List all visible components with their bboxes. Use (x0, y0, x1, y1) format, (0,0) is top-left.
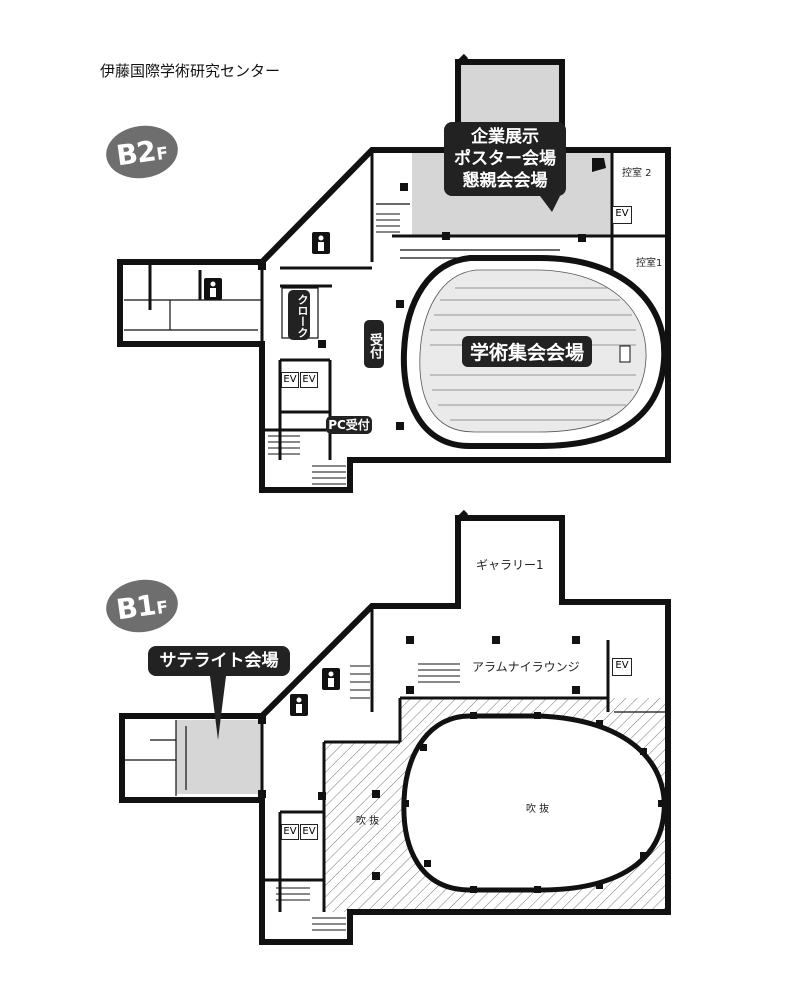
b1-badge-sub: F (155, 597, 170, 619)
b2-ev-3: EV (612, 206, 632, 224)
b1-satellite-callout: サテライト会場 (148, 646, 290, 676)
piano-icon (592, 158, 606, 172)
b1-gallery-label: ギャラリー1 (476, 558, 544, 572)
b1-badge-main: B1 (114, 588, 158, 627)
b1-atrium-center-label: 吹 抜 (526, 804, 550, 815)
b2-badge-sub: F (155, 143, 170, 165)
b2-reception-label: 受付 (364, 320, 384, 368)
b2-callout-pointer (540, 196, 560, 212)
b1-satellite-area (176, 720, 262, 794)
b2-main-hall-label: 学術集会会場 (462, 336, 593, 367)
b2-reception-text: 受付 (367, 333, 382, 359)
b2-cloak-text: クローク (296, 294, 309, 338)
b2-pc-reception-label: PC受付 (326, 416, 372, 434)
b2-badge-main: B2 (114, 134, 158, 173)
restroom-icon (204, 232, 330, 300)
b2-control-room-1: 控室1 (636, 258, 663, 269)
b1-ev-1: EV (281, 824, 299, 840)
b2-ev-2: EV (300, 372, 318, 388)
b2-floor-plan (117, 53, 671, 493)
b2-exhibit-callout: 企業展示 ポスター会場 懇親会会場 (444, 122, 566, 196)
page-title: 伊藤国際学術研究センター (100, 62, 281, 80)
b2-cloak-label: クローク (288, 290, 310, 340)
b2-ev-1: EV (281, 372, 299, 388)
b2-exhibit-line-2: ポスター会場 (454, 149, 556, 169)
b1-outer-wall (119, 515, 671, 945)
b2-outer-wall (117, 59, 671, 493)
b1-oval-atrium (401, 713, 667, 893)
b1-callout-pointer (210, 676, 226, 740)
b1-ev-2: EV (300, 824, 318, 840)
b1-lounge-label: アラムナイラウンジ (472, 660, 580, 674)
b2-exhibit-line-3: 懇親会会場 (462, 171, 548, 191)
b1-floor-plan (119, 509, 671, 945)
b2-exhibit-line-1: 企業展示 (471, 127, 539, 147)
b2-control-room-2: 控室 2 (622, 168, 652, 179)
b1-ev-3: EV (612, 658, 632, 676)
b1-atrium-left-label: 吹 抜 (356, 816, 380, 827)
